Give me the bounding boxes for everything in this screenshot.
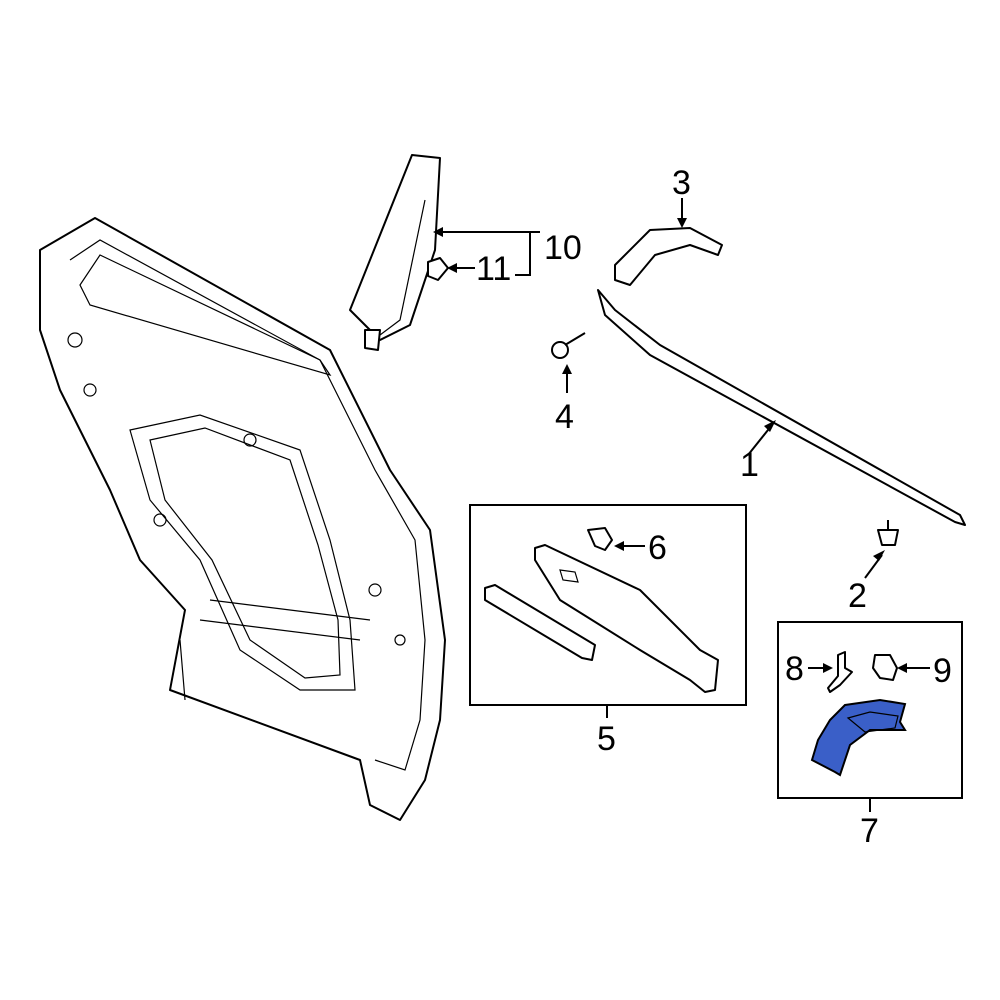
- callout-8: 8: [785, 650, 804, 688]
- clip-part[interactable]: [877, 520, 899, 546]
- callout-10: 10: [544, 229, 582, 267]
- door-shell[interactable]: [39, 217, 446, 821]
- wheel-opening-molding-part[interactable]: [810, 698, 907, 777]
- applique-clip-part[interactable]: [427, 257, 449, 281]
- callout-5: 5: [597, 720, 616, 758]
- callout-6: 6: [648, 529, 667, 567]
- callout-2: 2: [848, 577, 867, 615]
- lower-trim-part[interactable]: [484, 584, 596, 661]
- nut-part[interactable]: [872, 654, 898, 681]
- trim-clip-part[interactable]: [587, 527, 613, 551]
- callout-9: 9: [933, 652, 952, 690]
- belt-molding-part[interactable]: [597, 289, 966, 526]
- sill-trim-part[interactable]: [534, 544, 719, 693]
- screw-part[interactable]: [551, 332, 586, 359]
- end-cap-part[interactable]: [614, 227, 723, 286]
- callout-11: 11: [476, 250, 511, 288]
- callout-1: 1: [740, 446, 759, 484]
- retainer-part[interactable]: [827, 651, 853, 693]
- callout-3: 3: [672, 164, 691, 202]
- callout-4: 4: [555, 398, 574, 436]
- applique-part[interactable]: [349, 154, 441, 351]
- leader-lines: [433, 198, 930, 812]
- callout-7: 7: [860, 812, 879, 850]
